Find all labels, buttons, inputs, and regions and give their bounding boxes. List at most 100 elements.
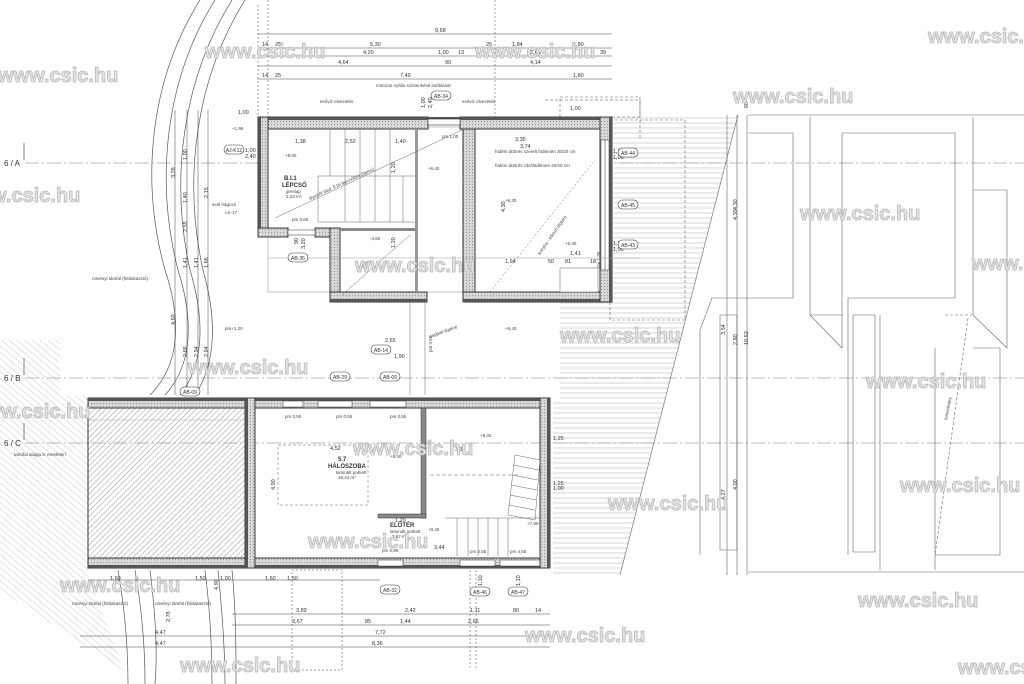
tag-outline bbox=[329, 371, 351, 382]
dimension-label: 2,55 bbox=[183, 221, 189, 232]
dimension-label: 25 bbox=[275, 73, 281, 79]
dimension-label: 2,80 bbox=[733, 334, 739, 345]
rooms-hall-name: ELŐTÉR bbox=[390, 521, 415, 529]
dimension-label: 4,64 bbox=[338, 60, 349, 66]
parapets-0: pm 0,60 bbox=[292, 217, 309, 222]
levels-10: +1,96 bbox=[232, 126, 244, 131]
dimension-label: 1,00 bbox=[183, 149, 189, 160]
tag-outline bbox=[379, 371, 401, 382]
dimension-label: 1,40 bbox=[183, 192, 189, 203]
dimension-label: 1,60 bbox=[110, 576, 121, 582]
watermark: www.csic.hu bbox=[857, 590, 978, 612]
dimension-label: 4,20 bbox=[363, 50, 374, 56]
annotations-rainwater_2: esővíz elvezetés bbox=[462, 99, 496, 104]
dimension-label: 13 bbox=[458, 50, 464, 56]
parapets-1: pm 1,00 bbox=[442, 134, 459, 139]
tag-label: AB-43 bbox=[621, 243, 635, 249]
levels-7: +9,40 bbox=[390, 454, 402, 459]
dimension-label: 81 bbox=[565, 259, 571, 265]
annotations-retaining_wall_1: növényi támfal (földakasztó) bbox=[92, 276, 149, 281]
dimension-label: 2,94 bbox=[194, 346, 200, 357]
dimension-label: 39 bbox=[600, 50, 606, 56]
dimension-label: 4,30 bbox=[733, 209, 739, 220]
annotations-slab_opening_2: födém áttörés zárófödémen 20/20 cm bbox=[495, 163, 570, 168]
dimension-label: 1,00 bbox=[570, 106, 581, 112]
watermark: www.csic.hu bbox=[865, 371, 986, 393]
tag-label: AJ-K12 bbox=[226, 148, 243, 154]
watermarks: www.csic.hu www.csic.hu www.csic.hu www.csi… bbox=[0, 26, 1024, 680]
dimension-label: 3,20 bbox=[301, 238, 307, 249]
window-tag: AB-47 bbox=[507, 586, 529, 597]
dimension-label: 1,38 bbox=[295, 139, 306, 145]
tag-outline bbox=[617, 199, 639, 210]
annotations-retaining_wall_2: növényi támfal (földakasztó) bbox=[72, 601, 129, 606]
annotations-retaining_wall_3: növényi támfal (földakasztó) bbox=[155, 601, 212, 606]
dimension-label: 1,00 bbox=[238, 110, 249, 116]
dimension-label: 1,20 bbox=[395, 518, 406, 524]
dimension-label: 4,60 bbox=[171, 314, 177, 325]
window-tag: AB-43 bbox=[617, 239, 639, 250]
dimension-label: 1,41 bbox=[183, 257, 189, 268]
dimension-label: 1,40 bbox=[395, 139, 406, 145]
dimension-label: 1,41 bbox=[194, 257, 200, 268]
tag-outline bbox=[617, 147, 639, 158]
upper-building bbox=[257, 116, 640, 395]
dimension-label: 18 bbox=[590, 259, 596, 265]
annotations-wall_base: tartófal alapja 2. emeleten bbox=[14, 452, 66, 457]
annotations-sheet_roof: lemezfedés bbox=[943, 396, 953, 420]
dimension-label: 14 bbox=[262, 73, 268, 79]
dimension-label: 1,66 bbox=[204, 257, 210, 268]
dimension-label: 10,52 bbox=[744, 331, 750, 345]
watermark: www.csic.hu bbox=[0, 185, 80, 207]
tag-label: AB-46 bbox=[473, 590, 487, 596]
dimension-label: 3,44 bbox=[434, 545, 445, 551]
dimension-label: 1,00 bbox=[245, 148, 256, 154]
parapets-4: pm 0,55 bbox=[390, 414, 407, 419]
dimension-label: 90 bbox=[294, 238, 300, 244]
right-outlines bbox=[559, 96, 1024, 576]
window-tag: AB-09 bbox=[379, 371, 401, 382]
rooms-stair-area: 2,23 m² bbox=[286, 194, 302, 199]
dimension-label: 14 bbox=[535, 608, 541, 614]
dimension-label: 7,72 bbox=[375, 630, 386, 636]
dimension-label: 3,35 bbox=[515, 137, 526, 143]
window-tag: AB-35 bbox=[287, 252, 309, 263]
levels-8: +7,80 bbox=[527, 521, 539, 526]
dimension-label: 9,68 bbox=[435, 28, 446, 34]
levels-4: +6,40 bbox=[565, 241, 577, 246]
dimension-label: 1,41 bbox=[570, 251, 581, 257]
rooms-stair-floor: greslap bbox=[286, 189, 301, 194]
dimension-label: 2,52 bbox=[345, 139, 356, 145]
levels-9: +0,40 bbox=[428, 527, 440, 532]
tag-outline bbox=[507, 586, 529, 597]
dimension-label: 4,90 bbox=[271, 479, 277, 490]
dimension-label: 1,50 bbox=[195, 576, 206, 582]
tag-label: AB-14 bbox=[374, 348, 388, 354]
dimension-label: 2,40 bbox=[245, 154, 256, 160]
tag-label: AB-45 bbox=[621, 203, 635, 209]
window-tag: AB-46 bbox=[469, 586, 491, 597]
dimension-label: 1,00 bbox=[613, 155, 624, 161]
parapets-5: pm 0,85 bbox=[382, 548, 399, 553]
watermark: www.csic.hu bbox=[179, 655, 300, 677]
lower-building bbox=[87, 397, 551, 569]
window-tag: AB-44 bbox=[617, 147, 639, 158]
levels-2: +9,30 bbox=[505, 198, 517, 203]
levels-0: +8,00 bbox=[285, 153, 297, 158]
dimension-label: 2,40 bbox=[428, 97, 434, 108]
axis-label-6c: 6 / C bbox=[4, 439, 21, 448]
window-tag: AB-14 bbox=[370, 344, 392, 355]
roof-opening bbox=[427, 118, 461, 126]
dimension-label: 1,10 bbox=[516, 575, 522, 586]
parapets-8: pm 1,30 bbox=[596, 251, 601, 268]
watermark: www.csic.hu bbox=[524, 625, 645, 647]
top-dimension-lines bbox=[257, 0, 641, 140]
dimension-label: 4,52 bbox=[330, 446, 341, 452]
dimension-label: 4,47 bbox=[155, 641, 166, 647]
tag-label: AB-29 bbox=[333, 375, 347, 381]
dimension-label: 3,54 bbox=[721, 324, 727, 335]
watermark: www.csic.hu bbox=[187, 357, 308, 379]
dimension-label: 3,74 bbox=[520, 144, 531, 150]
dimension-label: 1,10 bbox=[478, 575, 484, 586]
dimension-label: 4,90 bbox=[214, 579, 220, 590]
